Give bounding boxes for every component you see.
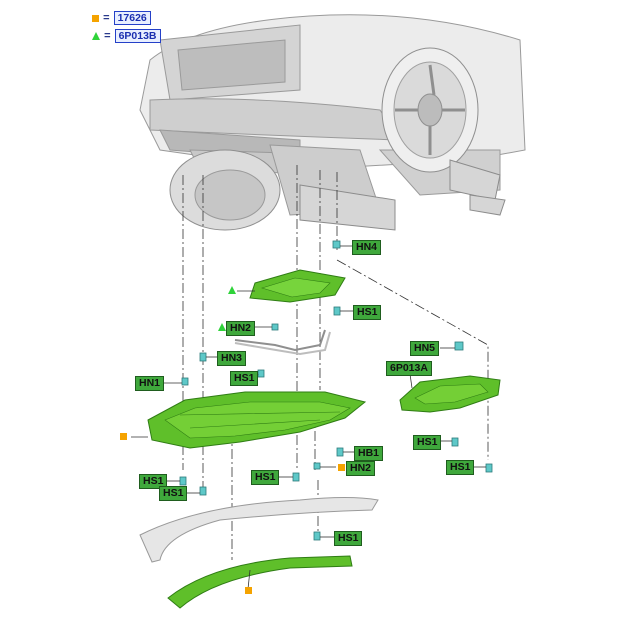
legend-square-code[interactable]: 17626 (113, 11, 151, 25)
callout-hs1[interactable]: HS1 (139, 474, 168, 489)
callout-hs1[interactable]: HS1 (159, 486, 188, 501)
lower-deflector-gray (139, 497, 379, 563)
callout-hs1[interactable]: HS1 (230, 371, 259, 386)
square-marker-icon (338, 464, 345, 471)
callout-hs1[interactable]: HS1 (334, 531, 363, 546)
callout-6p013a[interactable]: 6P013A (386, 361, 432, 376)
callout-hs1[interactable]: HS1 (353, 305, 382, 320)
callout-hs1[interactable]: HS1 (251, 470, 280, 485)
callout-hn3[interactable]: HN3 (217, 351, 247, 366)
triangle-marker-icon (218, 323, 226, 331)
chassis-crossmember (299, 159, 506, 231)
callout-hn4[interactable]: HN4 (352, 240, 382, 255)
legend-triangle-code[interactable]: 6P013B (114, 29, 161, 43)
callout-hs1[interactable]: HS1 (413, 435, 442, 450)
square-marker-icon (92, 14, 99, 22)
support-bracket (234, 329, 331, 356)
fasteners (179, 240, 493, 541)
legend-equals: = (103, 12, 110, 24)
triangle-marker-icon (92, 32, 100, 41)
square-marker-icon[interactable] (120, 433, 127, 440)
splash-shield-upper (249, 269, 346, 303)
callout-hb1[interactable]: HB1 (354, 446, 384, 461)
callout-hn2[interactable]: HN2 (226, 321, 256, 336)
right-front-wheel (381, 47, 479, 173)
triangle-marker-icon[interactable] (228, 286, 236, 294)
legend-triangle-row: = 6P013B (92, 29, 161, 43)
square-marker-icon[interactable] (245, 587, 252, 594)
left-front-wheel (169, 149, 281, 231)
callout-leaders (131, 245, 486, 590)
right-side-shield (399, 375, 501, 413)
callout-hn1[interactable]: HN1 (135, 376, 165, 391)
lower-lip-green (167, 555, 353, 609)
callout-hn2[interactable]: HN2 (346, 461, 376, 476)
main-undershield (147, 391, 367, 449)
legend-equals: = (104, 30, 111, 42)
callout-hs1[interactable]: HS1 (446, 460, 475, 475)
callout-hn5[interactable]: HN5 (410, 341, 440, 356)
legend-square-row: = 17626 (92, 11, 151, 25)
